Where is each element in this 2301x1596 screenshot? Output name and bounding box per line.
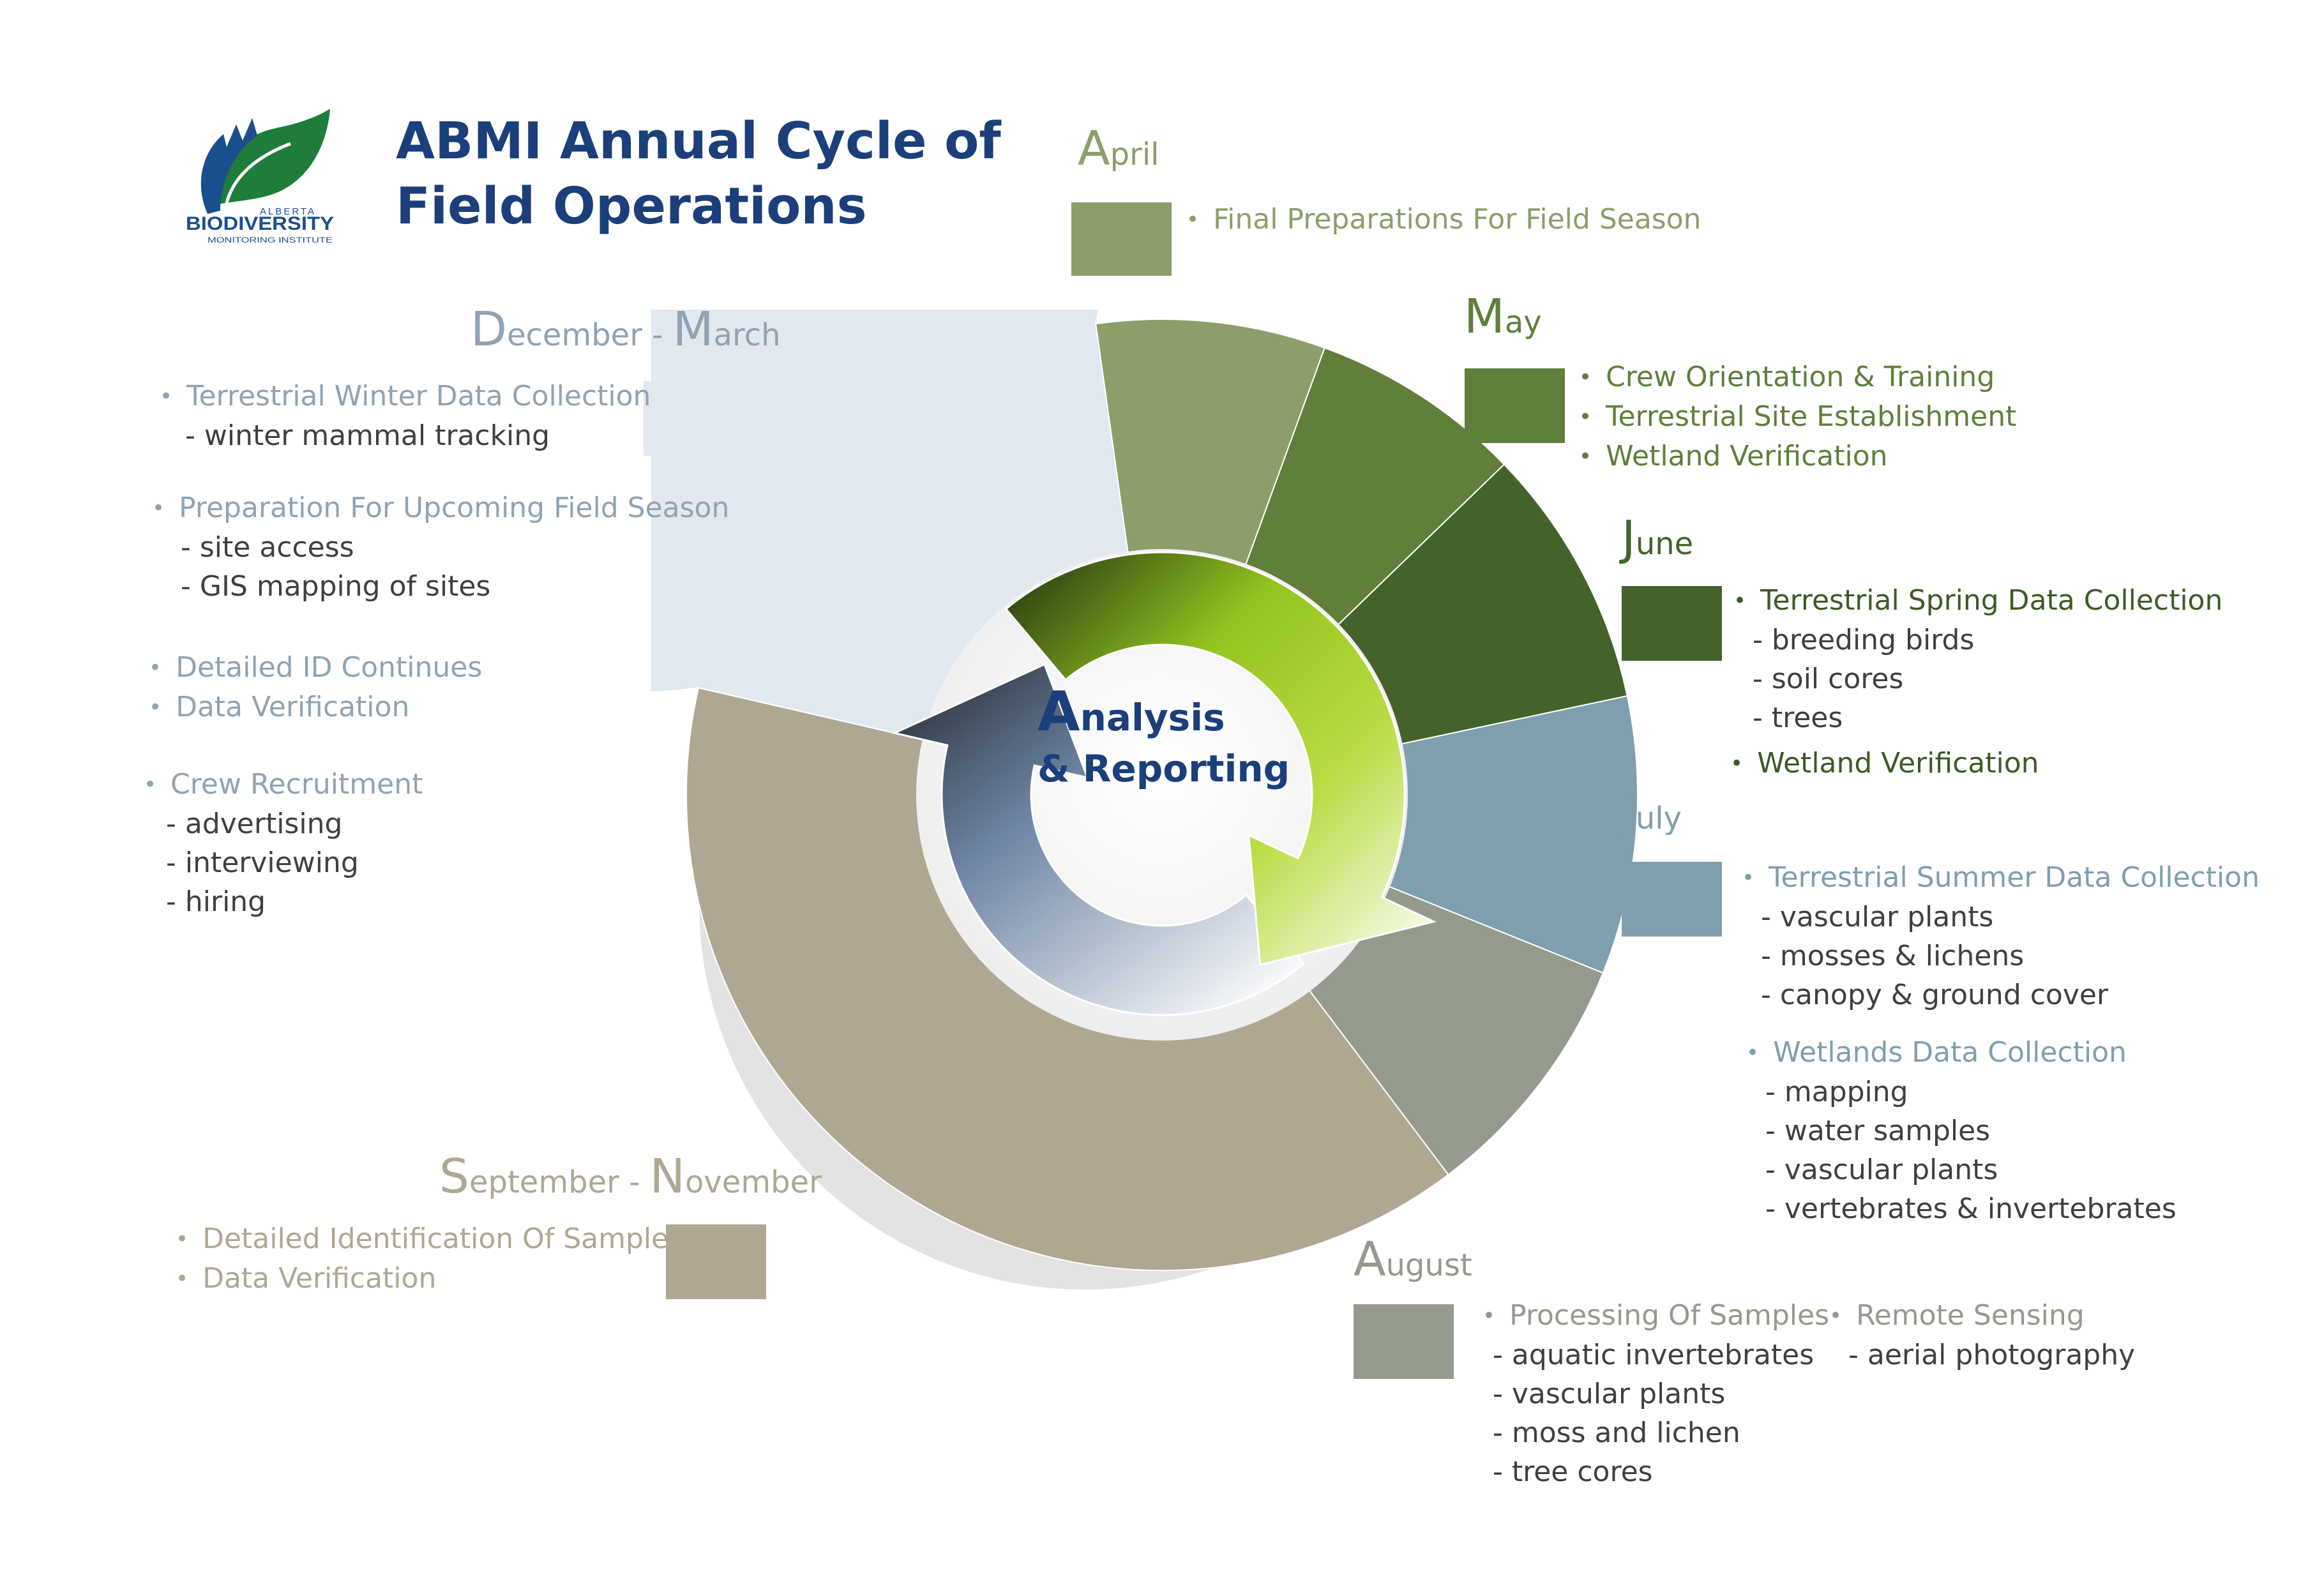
august-item: Processing Of Samples [1482, 1296, 1829, 1336]
swatch-august [1354, 1304, 1454, 1379]
july-sub-item: - vascular plants [1765, 1154, 1998, 1186]
list-august: Processing Of Samples - aquatic inverteb… [1482, 1296, 1829, 1491]
blue-cycle-arrow [891, 663, 1305, 1016]
dec-mar-sub-item: - hiring [166, 885, 266, 918]
list-dec-mar-2: Preparation For Upcoming Field Season - … [152, 488, 729, 606]
swatch-dec-mar [644, 381, 744, 456]
list-august-2: Remote Sensing - aerial photography [1829, 1296, 2135, 1374]
month-heading-dec-mar: December - March [471, 302, 781, 357]
logo-top-text: ALBERTA [260, 206, 316, 217]
leaf-icon [215, 109, 330, 204]
swatch-july [1622, 862, 1722, 937]
analysis-reporting-label: Analysis & Reporting [1037, 680, 1290, 790]
list-sept-nov: Detailed Identification Of Samples Data … [176, 1219, 683, 1299]
july-item: Terrestrial Summer Data Collection [1742, 858, 2260, 898]
green-cycle-arrow [1004, 551, 1437, 967]
month-heading-august: August [1354, 1232, 1472, 1287]
list-dec-mar-3: Detailed ID Continues Data Verification [149, 648, 482, 727]
july-sub-item: - vascular plants [1761, 901, 1994, 933]
month-heading-june: June [1622, 511, 1694, 566]
month-heading-may: May [1464, 289, 1542, 344]
july-sub-item: - mapping [1765, 1076, 1908, 1108]
july-sub-item: - water samples [1765, 1115, 1991, 1147]
sept-nov-item: Detailed Identification Of Samples [176, 1219, 683, 1259]
august-sub-item: - tree cores [1493, 1456, 1653, 1488]
dec-mar-sub-item: - GIS mapping of sites [181, 570, 491, 603]
may-item: Terrestrial Site Establishment [1579, 397, 2016, 437]
dec-mar-sub-item: - winter mammal tracking [185, 419, 550, 452]
month-heading-sept-nov: September - November [439, 1149, 822, 1204]
abmi-logo: ALBERTA BIODIVERSITY MONITORING INSTITUT… [186, 109, 334, 245]
dec-mar-item: Crew Recruitment [144, 765, 423, 804]
month-heading-april: April [1078, 121, 1159, 176]
june-item: Terrestrial Spring Data Collection [1733, 581, 2222, 621]
june-item: Wetland Verification [1730, 744, 2039, 783]
august-sub-item: - aquatic invertebrates [1493, 1339, 1814, 1371]
list-july-2: Wetlands Data Collection - mapping - wat… [1746, 1033, 2177, 1228]
list-may: Crew Orientation & Training Terrestrial … [1579, 358, 2016, 476]
may-item: Wetland Verification [1579, 437, 2016, 476]
april-item: Final Preparations For Field Season [1186, 200, 1701, 239]
dec-mar-sub-item: - interviewing [166, 847, 359, 879]
swatch-june [1622, 586, 1722, 661]
title-line-1: ABMI Annual Cycle of [396, 112, 1001, 170]
list-june: Terrestrial Spring Data Collection - bre… [1733, 581, 2222, 737]
sept-nov-item: Data Verification [176, 1259, 683, 1299]
logo-main-text: BIODIVERSITY [186, 213, 334, 234]
title-line-2: Field Operations [396, 177, 867, 236]
july-sub-item: - canopy & ground cover [1761, 979, 2109, 1011]
dec-mar-item: Terrestrial Winter Data Collection [160, 377, 651, 416]
august-item: Remote Sensing [1829, 1296, 2135, 1336]
june-sub-item: - breeding birds [1753, 624, 1975, 656]
logo-sub-text: MONITORING INSTITUTE [207, 236, 333, 245]
may-item: Crew Orientation & Training [1579, 358, 2016, 397]
annual-cycle-wheel [651, 310, 1639, 1290]
august-sub-item: - vascular plants [1493, 1378, 1726, 1410]
page-title: ABMI Annual Cycle of Field Operations [396, 109, 1001, 239]
swatch-april [1071, 202, 1172, 276]
june-sub-item: - soil cores [1753, 663, 1904, 695]
list-dec-mar-4: Crew Recruitment - advertising - intervi… [144, 765, 423, 921]
july-item: Wetlands Data Collection [1746, 1033, 2177, 1073]
list-april: Final Preparations For Field Season [1186, 200, 1701, 239]
dec-mar-item: Data Verification [149, 688, 482, 727]
august-sub-item: - moss and lichen [1493, 1417, 1740, 1449]
swatch-may [1465, 368, 1565, 443]
june-sub-item: - trees [1753, 702, 1843, 734]
list-dec-mar: Terrestrial Winter Data Collection - win… [160, 377, 651, 455]
july-sub-item: - mosses & lichens [1761, 940, 2025, 972]
dec-mar-item: Preparation For Upcoming Field Season [152, 488, 729, 528]
month-heading-july: July [1622, 785, 1682, 840]
july-sub-item: - vertebrates & invertebrates [1765, 1193, 2177, 1225]
dec-mar-sub-item: - advertising [166, 808, 343, 840]
august-sub-item: - aerial photography [1848, 1339, 2136, 1371]
list-june-2: Wetland Verification [1730, 744, 2039, 783]
dec-mar-sub-item: - site access [181, 531, 354, 564]
list-july: Terrestrial Summer Data Collection - vas… [1742, 858, 2260, 1014]
dec-mar-item: Detailed ID Continues [149, 648, 482, 688]
